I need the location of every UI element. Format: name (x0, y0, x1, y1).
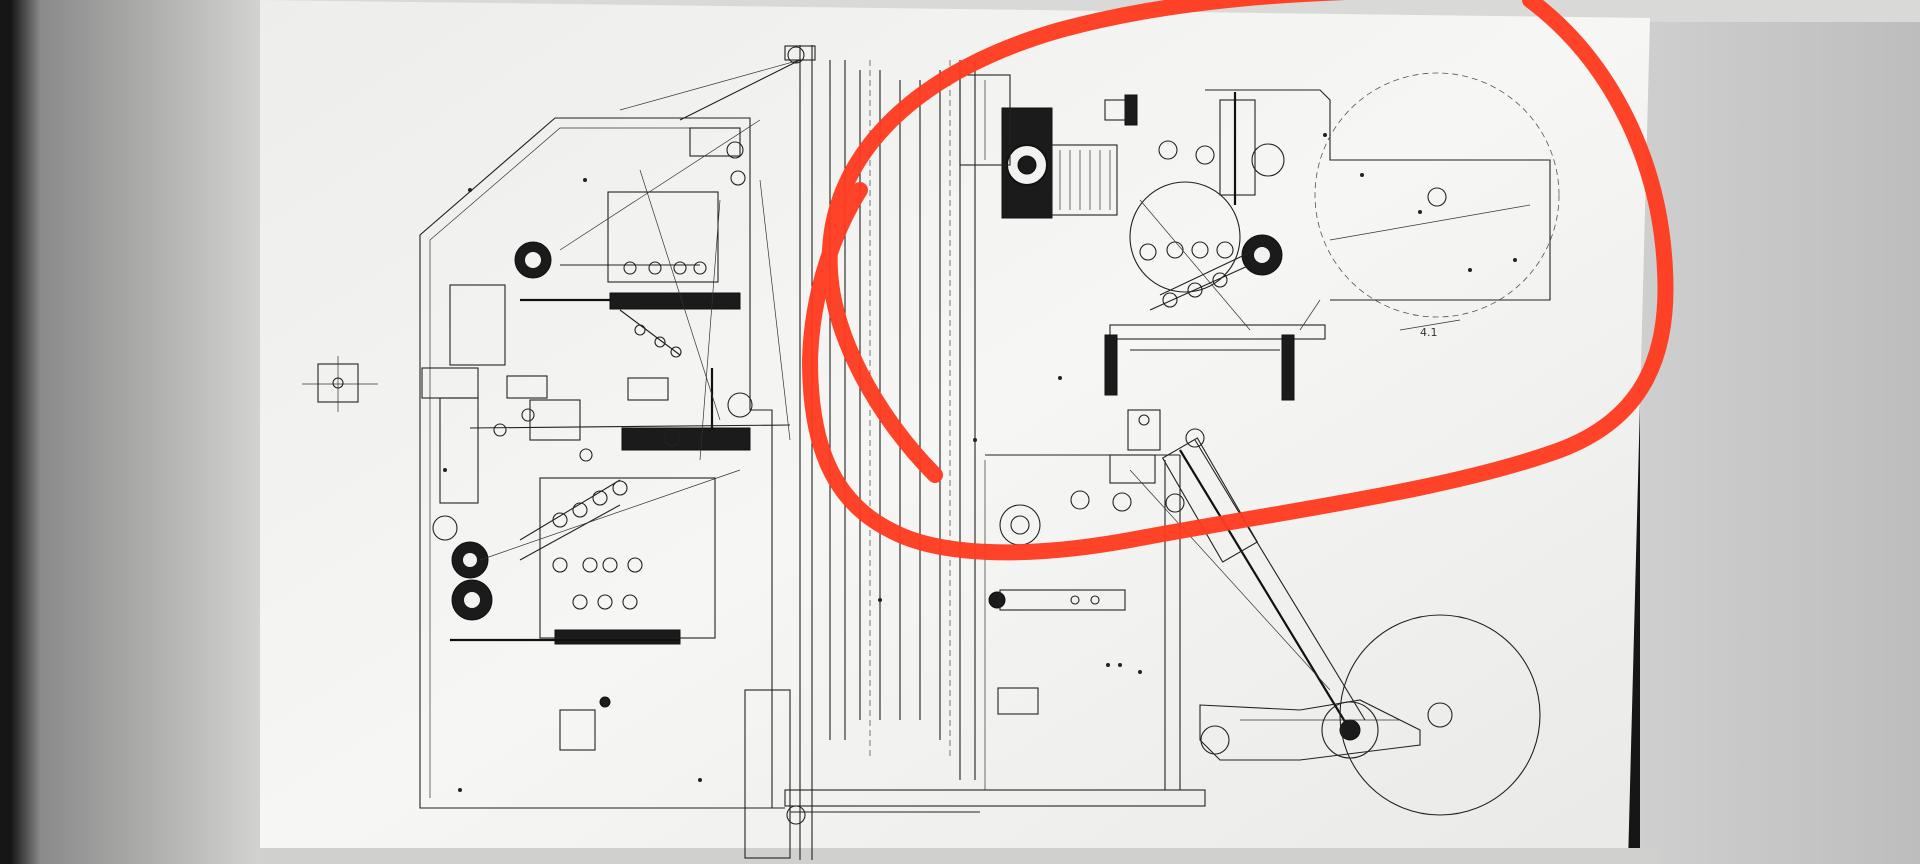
left-frame-outline (419, 117, 773, 809)
right-middle-assembly (984, 409, 1205, 790)
web-path-left (479, 46, 805, 561)
left-middle-assembly (421, 367, 791, 504)
upper-reel-circle (1314, 72, 1560, 318)
center-columns (744, 45, 976, 860)
lower-reel-circle (1339, 614, 1541, 816)
hole-dots (443, 133, 1517, 792)
right-grey-panel (1640, 0, 1920, 864)
dimension-label: 4.1 (1420, 326, 1438, 339)
right-upper-assembly (959, 74, 1551, 401)
left-lower-roller-cluster (432, 477, 716, 751)
small-left-part (302, 356, 378, 412)
lower-arm (1129, 437, 1453, 761)
upper-reel: 4.1 (1314, 72, 1560, 339)
bottom-rail (420, 789, 1206, 825)
red-loop-stroke (802, 0, 1674, 561)
left-upper-roller-cluster (449, 191, 741, 366)
bottom-strip (260, 848, 1660, 864)
left-grey-panel (10, 0, 265, 864)
